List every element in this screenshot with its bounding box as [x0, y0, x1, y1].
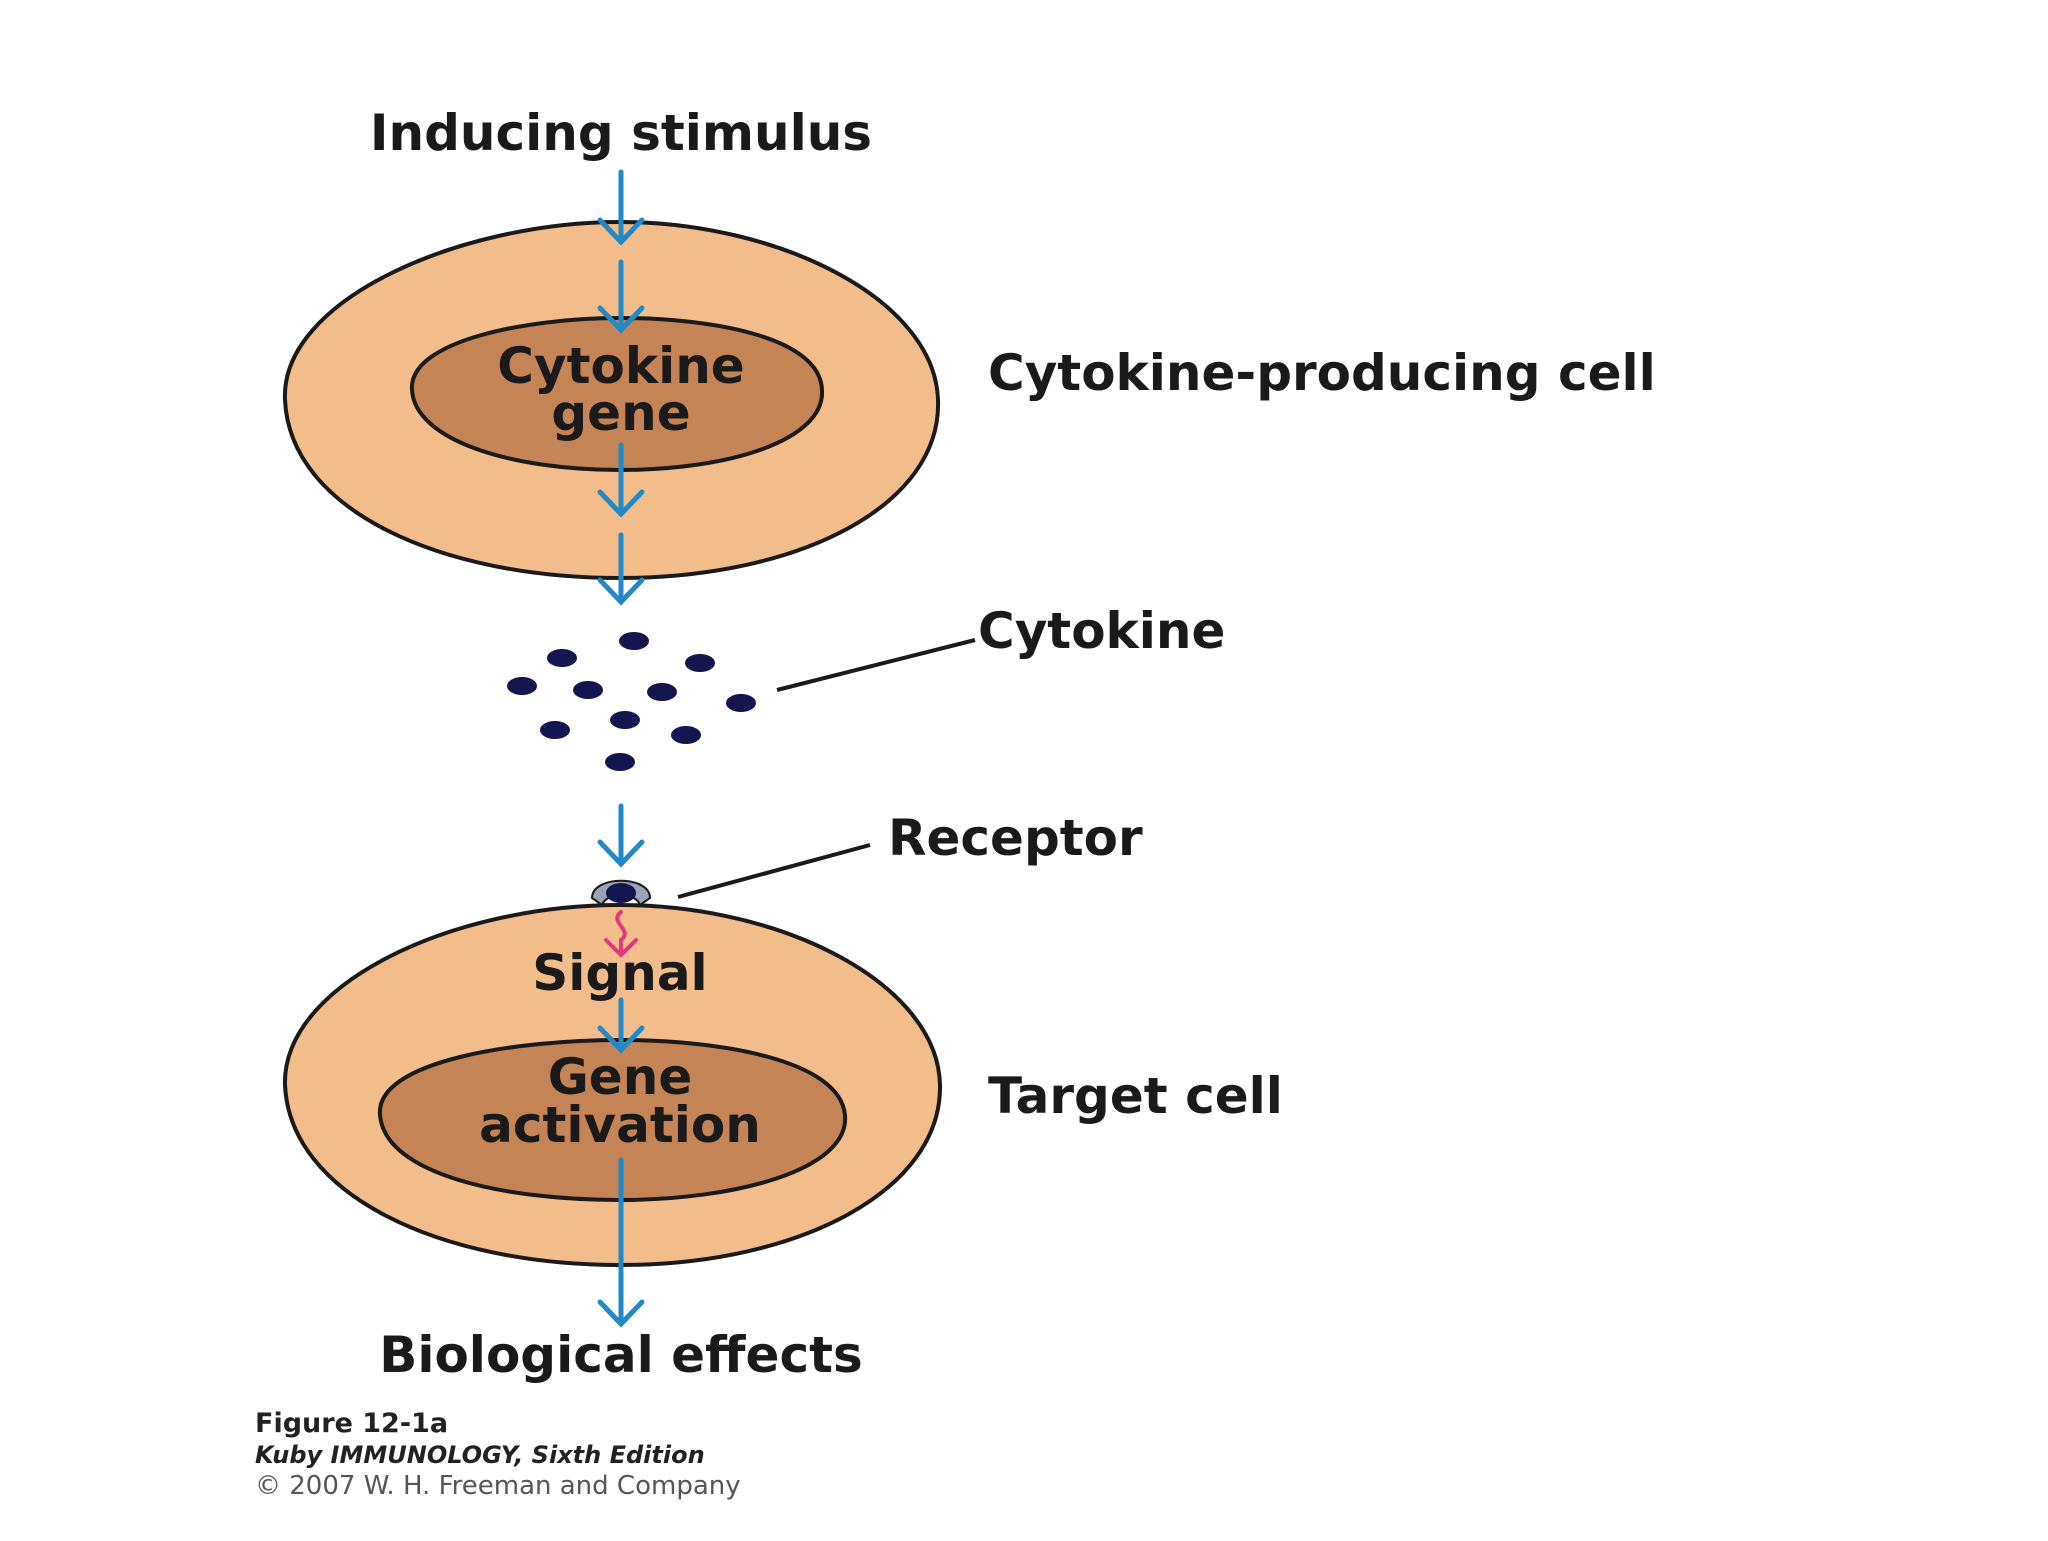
book-title: Kuby IMMUNOLOGY, Sixth Edition — [255, 1441, 705, 1469]
cytokine-dot — [619, 632, 649, 650]
arrow-down-icon — [597, 1157, 645, 1328]
receptor-label: Receptor — [888, 809, 1143, 867]
figure-caption: Figure 12-1a Kuby IMMUNOLOGY, Sixth Edit… — [255, 1408, 741, 1501]
arrow-down-icon — [597, 803, 645, 868]
target-cell: Signal Gene activation — [282, 902, 943, 1268]
cytokine-gene-label-line2: gene — [551, 384, 690, 442]
arrow-down-icon — [597, 442, 645, 518]
target-cell-label: Target cell — [988, 1067, 1283, 1125]
cytokine-label: Cytokine — [978, 602, 1225, 660]
receptor-leader-line — [677, 843, 871, 899]
cytokine-dot — [540, 721, 570, 739]
gene-activation-label-line1: Gene — [548, 1048, 692, 1106]
cytokine-dot — [547, 649, 577, 667]
cytokine-dot — [605, 753, 635, 771]
cytokine-producing-cell: Cytokine gene — [282, 219, 941, 581]
biological-effects-label: Biological effects — [379, 1326, 863, 1384]
target-arrows — [597, 997, 645, 1328]
cytokine-dot — [610, 711, 640, 729]
stimulus-arrows — [597, 169, 645, 606]
figure-number: Figure 12-1a — [255, 1408, 448, 1439]
arrow-down-icon — [597, 169, 645, 246]
cytokine-dot — [671, 726, 701, 744]
arrow-down-icon — [597, 532, 645, 606]
cytokine-molecules — [507, 632, 756, 771]
cytokine-leader-line — [776, 638, 976, 692]
cytokine-dot — [573, 681, 603, 699]
cytokine-dot — [726, 694, 756, 712]
signal-arrow-icon — [604, 910, 638, 958]
gene-activation-label-line2: activation — [479, 1096, 761, 1154]
bound-cytokine-dot — [606, 883, 636, 903]
cytokine-dot — [685, 654, 715, 672]
cytokine-gene-label-line1: Cytokine — [497, 337, 744, 395]
inducing-stimulus-label: Inducing stimulus — [370, 104, 872, 162]
cytokine-dot — [507, 677, 537, 695]
cytokine-dot — [647, 683, 677, 701]
copyright-line: © 2007 W. H. Freeman and Company — [255, 1471, 741, 1501]
arrow-down-icon — [597, 259, 645, 334]
receptor — [590, 879, 652, 907]
arrow-down-icon — [597, 997, 645, 1054]
cytokine-producing-cell-label: Cytokine-producing cell — [988, 344, 1656, 402]
